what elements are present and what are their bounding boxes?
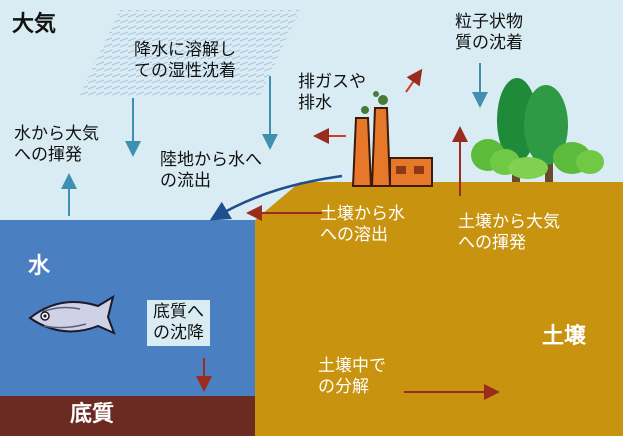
soil-region — [255, 182, 623, 436]
soil-to-water-label: 土壌から水 への溶出 — [320, 204, 405, 245]
water-label: 水 — [28, 254, 51, 279]
water-to-air-label: 水から大気 への揮発 — [14, 124, 99, 165]
rain-icon — [80, 10, 300, 95]
particulate-deposition-label: 粒子状物 質の沈着 — [455, 12, 523, 53]
water-region — [0, 220, 255, 398]
wet-deposition-label: 降水に溶解し ての湿性沈着 — [134, 40, 236, 81]
fish-icon — [28, 294, 116, 335]
emission-label: 排ガスや 排水 — [298, 72, 366, 113]
degradation-label: 土壌中で の分解 — [318, 356, 386, 397]
sedimentation-label: 底質へ の沈降 — [147, 300, 210, 346]
factory-icon — [351, 91, 433, 187]
soil-to-air-label: 土壌から大気 への揮発 — [458, 212, 560, 253]
sediment-region — [0, 396, 255, 436]
runoff-label: 陸地から水へ の流出 — [160, 150, 262, 191]
trees-icon — [471, 78, 604, 182]
runoff-arrow — [209, 174, 343, 221]
atmosphere-label: 大気 — [12, 12, 57, 37]
emission-air-arrow — [405, 68, 423, 93]
sediment-label: 底質 — [70, 402, 115, 427]
soil-label: 土壌 — [542, 324, 587, 349]
